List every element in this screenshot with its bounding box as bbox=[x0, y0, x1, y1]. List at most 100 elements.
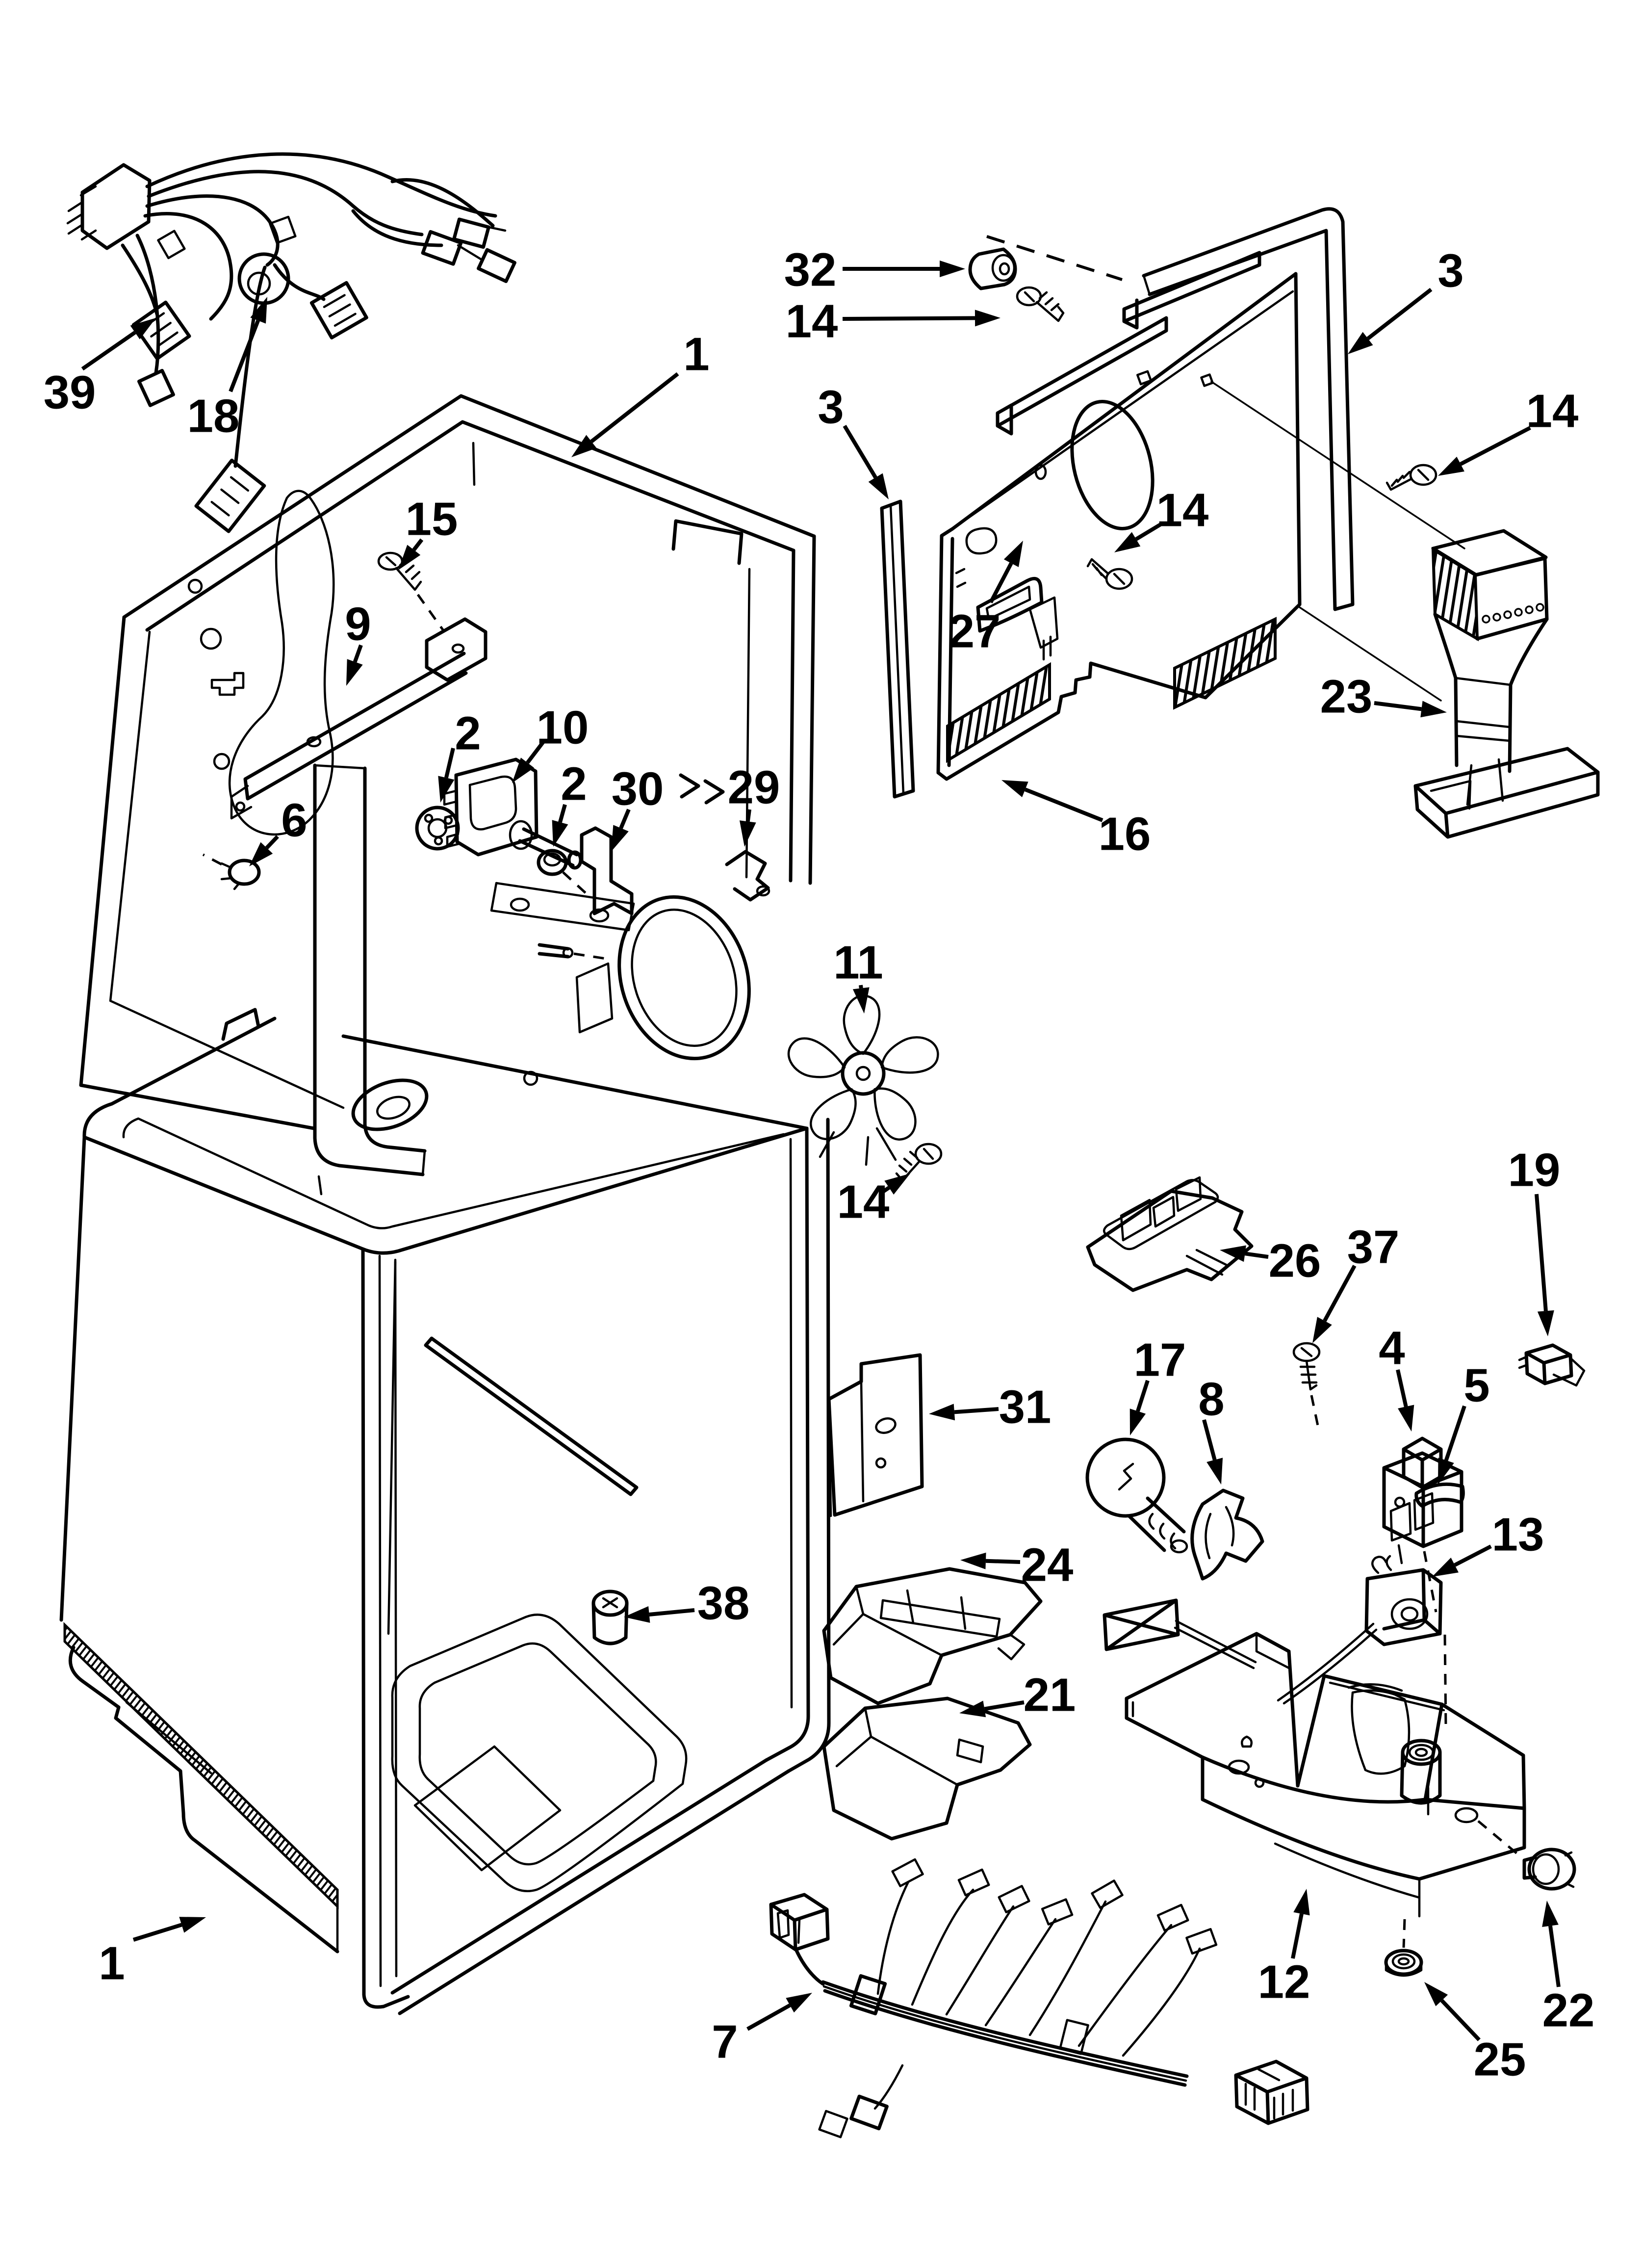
callout-19: 19 bbox=[1508, 1144, 1560, 1336]
callout-label-14: 14 bbox=[786, 295, 838, 348]
callout-arrowhead bbox=[868, 473, 889, 499]
callout-10: 10 bbox=[512, 702, 589, 783]
drip-flange bbox=[68, 1645, 339, 1954]
callout-17: 17 bbox=[1129, 1334, 1186, 1435]
callout-label-1: 1 bbox=[99, 1937, 125, 1990]
rear-panel-16 bbox=[936, 251, 1465, 781]
callout-11: 11 bbox=[833, 937, 883, 1014]
callout-label-1: 1 bbox=[683, 328, 709, 381]
nut-25 bbox=[1384, 1949, 1423, 1977]
callout-arrowhead bbox=[884, 1173, 910, 1195]
callout-arrow bbox=[1454, 1544, 1492, 1567]
callout-arrow bbox=[843, 424, 877, 479]
callout-7: 7 bbox=[712, 1993, 812, 2068]
callout-label-23: 23 bbox=[1320, 671, 1373, 723]
callout-12: 12 bbox=[1258, 1889, 1310, 2008]
callout-29: 29 bbox=[728, 761, 780, 847]
callout-label-31: 31 bbox=[999, 1381, 1052, 1434]
auger-motor-23 bbox=[1413, 529, 1600, 839]
trim-left-3 bbox=[880, 499, 915, 799]
callout-arrow bbox=[842, 316, 975, 321]
callout-22: 22 bbox=[1542, 1901, 1594, 2037]
callout-label-9: 9 bbox=[345, 598, 371, 651]
callout-label-30: 30 bbox=[612, 763, 664, 815]
wire-harness-bottom bbox=[769, 1858, 1309, 2138]
callout-arrow bbox=[984, 1700, 1025, 1711]
callout-26: 26 bbox=[1220, 1235, 1321, 1287]
callout-arrow bbox=[81, 331, 136, 371]
callout-label-6: 6 bbox=[281, 794, 307, 847]
callout-arrowhead bbox=[852, 987, 870, 1014]
callout-18: 18 bbox=[187, 297, 267, 443]
screw-15 bbox=[377, 551, 446, 633]
callout-arrowhead bbox=[1542, 1901, 1559, 1927]
lower-liner bbox=[59, 1008, 831, 2015]
panel-cutout-27 bbox=[976, 576, 1059, 661]
callout-label-27: 27 bbox=[949, 605, 1001, 658]
callout-label-39: 39 bbox=[44, 366, 96, 419]
callout-31: 31 bbox=[929, 1381, 1051, 1434]
callout-arrowhead bbox=[786, 1993, 812, 2013]
callout-arrowhead bbox=[1432, 1558, 1459, 1577]
callout-label-3: 3 bbox=[1437, 245, 1463, 297]
callout-arrow bbox=[558, 804, 567, 823]
callout-arrow bbox=[444, 748, 455, 779]
cover-plate-31 bbox=[827, 1353, 924, 1517]
clip-29 bbox=[725, 850, 770, 902]
callout-label-4: 4 bbox=[1379, 1322, 1405, 1375]
callout-21: 21 bbox=[959, 1669, 1076, 1721]
envelope-flag bbox=[1103, 1598, 1257, 1669]
callout-arrowhead bbox=[1220, 1245, 1246, 1262]
callout-arrow bbox=[132, 1923, 182, 1942]
callout-label-8: 8 bbox=[1198, 1373, 1224, 1426]
callout-3: 3 bbox=[818, 381, 889, 499]
callout-39: 39 bbox=[44, 318, 156, 419]
callout-label-13: 13 bbox=[1492, 1509, 1544, 1561]
grommet-32 bbox=[968, 247, 1017, 290]
callout-label-37: 37 bbox=[1347, 1221, 1400, 1274]
callout-label-32: 32 bbox=[784, 244, 837, 296]
callout-arrowhead bbox=[1129, 1408, 1146, 1435]
callout-arrowhead bbox=[1312, 1317, 1332, 1343]
callout-13: 13 bbox=[1432, 1509, 1544, 1577]
callout-arrow bbox=[649, 1608, 695, 1616]
callout-arrowhead bbox=[1438, 1458, 1454, 1485]
callout-arrowhead bbox=[1420, 701, 1447, 718]
callout-arrowhead bbox=[929, 1404, 955, 1421]
callout-arrow bbox=[353, 644, 363, 663]
callout-arrow bbox=[1202, 1419, 1217, 1460]
callout-label-14: 14 bbox=[1156, 484, 1209, 537]
callout-label-26: 26 bbox=[1269, 1235, 1321, 1287]
fan-orifice bbox=[538, 895, 751, 1061]
knob-22 bbox=[1522, 1848, 1576, 1891]
callout-3: 3 bbox=[1348, 245, 1464, 354]
screw-14b bbox=[1385, 464, 1437, 491]
callout-arrow bbox=[1548, 1925, 1561, 1987]
callout-arrowhead bbox=[959, 1700, 986, 1718]
callout-9: 9 bbox=[345, 598, 371, 686]
callout-arrowhead bbox=[960, 1552, 986, 1569]
fan-blade-11 bbox=[787, 994, 939, 1166]
wire-harness-top bbox=[66, 152, 516, 533]
callout-label-2: 2 bbox=[561, 758, 587, 810]
callout-label-38: 38 bbox=[697, 1577, 750, 1630]
callout-arrowhead bbox=[398, 545, 421, 570]
rocker-switch bbox=[769, 1893, 830, 1952]
callout-arrow bbox=[1323, 1265, 1357, 1322]
callout-arrowhead bbox=[438, 776, 455, 803]
callout-arrow bbox=[590, 372, 679, 443]
back-panel-assembly bbox=[880, 207, 1600, 839]
screw-14c bbox=[1086, 558, 1133, 590]
grommet-2a bbox=[415, 806, 460, 851]
console-12 bbox=[1125, 1632, 1526, 1948]
callout-arrowhead bbox=[624, 1606, 650, 1623]
plug-button-6 bbox=[202, 853, 261, 890]
callout-arrow bbox=[229, 320, 260, 392]
callout-arrow bbox=[1366, 287, 1433, 340]
callout-arrowhead bbox=[512, 757, 535, 783]
air-ducts bbox=[822, 1567, 1043, 1841]
callout-label-10: 10 bbox=[537, 702, 589, 754]
callout-arrow bbox=[1244, 1251, 1269, 1259]
callout-arrowhead bbox=[975, 310, 1001, 327]
